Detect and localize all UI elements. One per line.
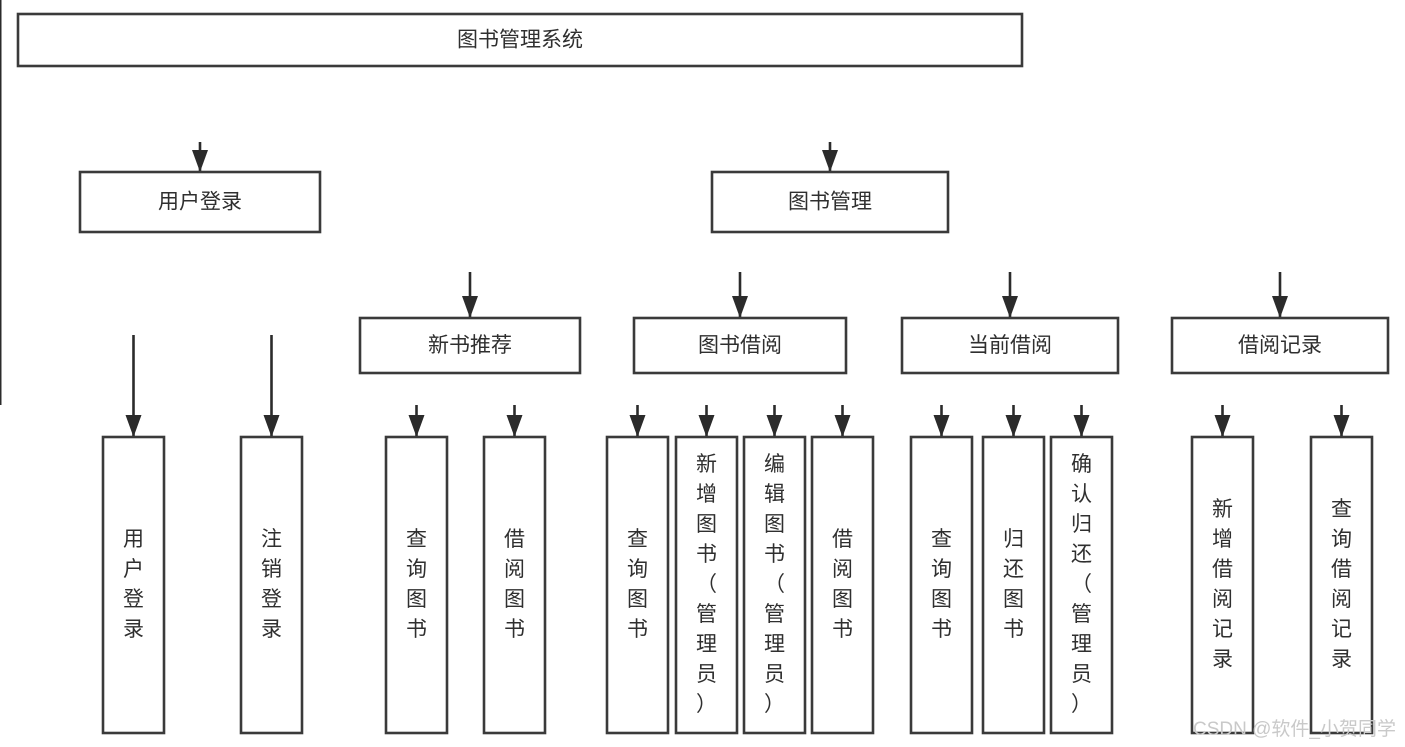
node-root[interactable]: 图书管理系统 [16,12,1024,68]
node-label-leaf-borrow-book: 借阅图书 [832,528,853,641]
node-box-leaf-query-book-borrow[interactable] [605,435,670,735]
node-label-root: 图书管理系统 [457,29,583,52]
node-box-user-login[interactable] [78,170,322,234]
node-box-borrow-record[interactable] [1170,316,1390,375]
node-label-new-book-recommend: 新书推荐 [428,334,512,357]
node-label-leaf-user-logout: 注销登录 [261,528,282,641]
borrow-record-arrow-1 [1333,415,1350,437]
node-leaf-add-book[interactable]: 新增图书（管理员） [674,435,739,735]
book-manage-arrow-0 [462,296,478,318]
user-login-arrow-1 [263,415,280,437]
node-label-borrow-record: 借阅记录 [1238,334,1322,357]
borrow-record-arrow-0 [1214,415,1231,437]
node-label-leaf-user-login: 用户登录 [123,528,144,641]
node-borrow-record[interactable]: 借阅记录 [1170,316,1390,375]
node-box-leaf-query-book-recommend[interactable] [384,435,449,735]
node-box-leaf-add-borrow-record[interactable] [1190,435,1255,735]
node-leaf-return-book[interactable]: 归还图书 [981,435,1046,735]
node-box-leaf-borrow-book-recommend[interactable] [482,435,547,735]
book-borrow-arrow-1 [698,415,715,437]
node-box-root[interactable] [16,12,1024,68]
node-leaf-query-borrow-record[interactable]: 查询借阅记录 [1309,435,1374,735]
user-login-arrow-0 [125,415,142,437]
node-book-borrow[interactable]: 图书借阅 [632,316,848,375]
node-leaf-edit-book[interactable]: 编辑图书（管理员） [742,435,807,735]
node-label-leaf-add-book: 新增图书（管理员） [696,453,717,716]
node-label-leaf-edit-book: 编辑图书（管理员） [764,453,785,716]
node-box-leaf-edit-book[interactable] [742,435,807,735]
node-label-leaf-return-book: 归还图书 [1003,528,1024,641]
node-label-user-login: 用户登录 [158,191,242,214]
node-label-leaf-confirm-return: 确认归还（管理员） [1071,453,1092,716]
node-boxes-layer: 图书管理系统用户登录图书管理新书推荐图书借阅当前借阅借阅记录用户登录注销登录查询… [16,12,1390,735]
book-borrow-arrow-3 [834,415,851,437]
node-box-leaf-add-book[interactable] [674,435,739,735]
node-leaf-add-borrow-record[interactable]: 新增借阅记录 [1190,435,1255,735]
node-leaf-borrow-book-recommend[interactable]: 借阅图书 [482,435,547,735]
node-leaf-user-logout[interactable]: 注销登录 [239,435,304,735]
connector-lines-layer [0,0,1350,437]
node-box-leaf-return-book[interactable] [981,435,1046,735]
node-new-book-recommend[interactable]: 新书推荐 [358,316,582,375]
node-label-leaf-query-book-current: 查询图书 [931,528,952,641]
node-box-leaf-user-login[interactable] [101,435,166,735]
node-box-leaf-confirm-return[interactable] [1049,435,1114,735]
current-borrow-arrow-1 [1005,415,1022,437]
node-book-manage[interactable]: 图书管理 [710,170,950,234]
node-leaf-query-book-current[interactable]: 查询图书 [909,435,974,735]
csdn-watermark: CSDN @软件_小贺同学 [1193,718,1396,740]
root-arrow-1 [822,150,838,172]
book-borrow-arrow-0 [629,415,646,437]
node-box-leaf-borrow-book[interactable] [810,435,875,735]
node-box-book-borrow[interactable] [632,316,848,375]
current-borrow-arrow-2 [1073,415,1090,437]
node-label-book-borrow: 图书借阅 [698,334,782,357]
current-borrow-arrow-0 [933,415,950,437]
node-current-borrow[interactable]: 当前借阅 [900,316,1120,375]
node-box-book-manage[interactable] [710,170,950,234]
node-leaf-user-login[interactable]: 用户登录 [101,435,166,735]
node-label-current-borrow: 当前借阅 [968,334,1052,357]
root-arrow-0 [192,150,208,172]
book-borrow-arrow-2 [766,415,783,437]
new-book-recommend-arrow-0 [408,415,425,437]
node-label-leaf-borrow-book-recommend: 借阅图书 [504,528,525,641]
node-user-login[interactable]: 用户登录 [78,170,322,234]
book-manage-arrow-3 [1272,296,1288,318]
node-leaf-query-book-borrow[interactable]: 查询图书 [605,435,670,735]
node-box-current-borrow[interactable] [900,316,1120,375]
node-box-leaf-user-logout[interactable] [239,435,304,735]
new-book-recommend-arrow-1 [506,415,523,437]
node-label-leaf-query-borrow-record: 查询借阅记录 [1331,498,1352,671]
book-manage-arrow-1 [732,296,748,318]
node-label-book-manage: 图书管理 [788,191,872,214]
node-label-leaf-add-borrow-record: 新增借阅记录 [1212,498,1233,671]
node-box-new-book-recommend[interactable] [358,316,582,375]
book-manage-arrow-2 [1002,296,1018,318]
node-label-leaf-query-book-borrow: 查询图书 [627,528,648,641]
node-box-leaf-query-borrow-record[interactable] [1309,435,1374,735]
node-label-leaf-query-book-recommend: 查询图书 [406,528,427,641]
node-leaf-query-book-recommend[interactable]: 查询图书 [384,435,449,735]
node-leaf-borrow-book[interactable]: 借阅图书 [810,435,875,735]
node-leaf-confirm-return[interactable]: 确认归还（管理员） [1049,435,1114,735]
node-box-leaf-query-book-current[interactable] [909,435,974,735]
